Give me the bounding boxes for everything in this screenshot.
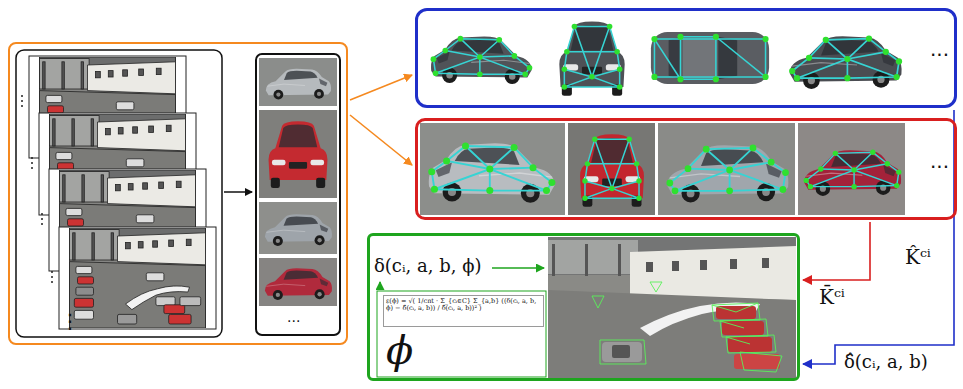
ellipsis-mark: ... (930, 38, 949, 61)
blue-arrow (803, 110, 954, 364)
ellipsis-mark: ... (287, 309, 300, 325)
ellipsis-mark: ⋮ (60, 310, 80, 333)
error-formula: ε(ϕ) = √( 1/cnt · Σ_{cᵢ∈C} Σ_{a,b} ((δ(c… (386, 298, 540, 313)
ellipsis-mark: ... (930, 150, 949, 173)
red-arrow (803, 222, 870, 280)
error-formula-box: ε(ϕ) = √( 1/cnt · Σ_{cᵢ∈C} Σ_{a,b} ((δ(c… (383, 295, 544, 327)
estimated-distance: δ̂(cᵢ, a, b) (843, 352, 929, 373)
orange-arrow (350, 115, 412, 165)
orange-arrow (350, 75, 412, 100)
input-frames-box: ⋮... (8, 42, 348, 345)
parameter-symbol: ϕ (386, 330, 413, 370)
edge-label: K̄ᶜⁱ (818, 286, 846, 309)
calibration-box: δ(cᵢ, a, b, ϕ) ϕ ε(ϕ) = √( 1/cnt · Σ_{cᵢ∈C… (367, 233, 800, 381)
distance-function: δ(cᵢ, a, b, ϕ) (374, 256, 481, 277)
detected-keypoint-box: ... (415, 118, 957, 220)
edge-label: K̂ᶜⁱ (904, 246, 932, 269)
cad-keypoint-box: ... (415, 8, 957, 108)
vehicle-crops-column: ... (255, 53, 341, 336)
